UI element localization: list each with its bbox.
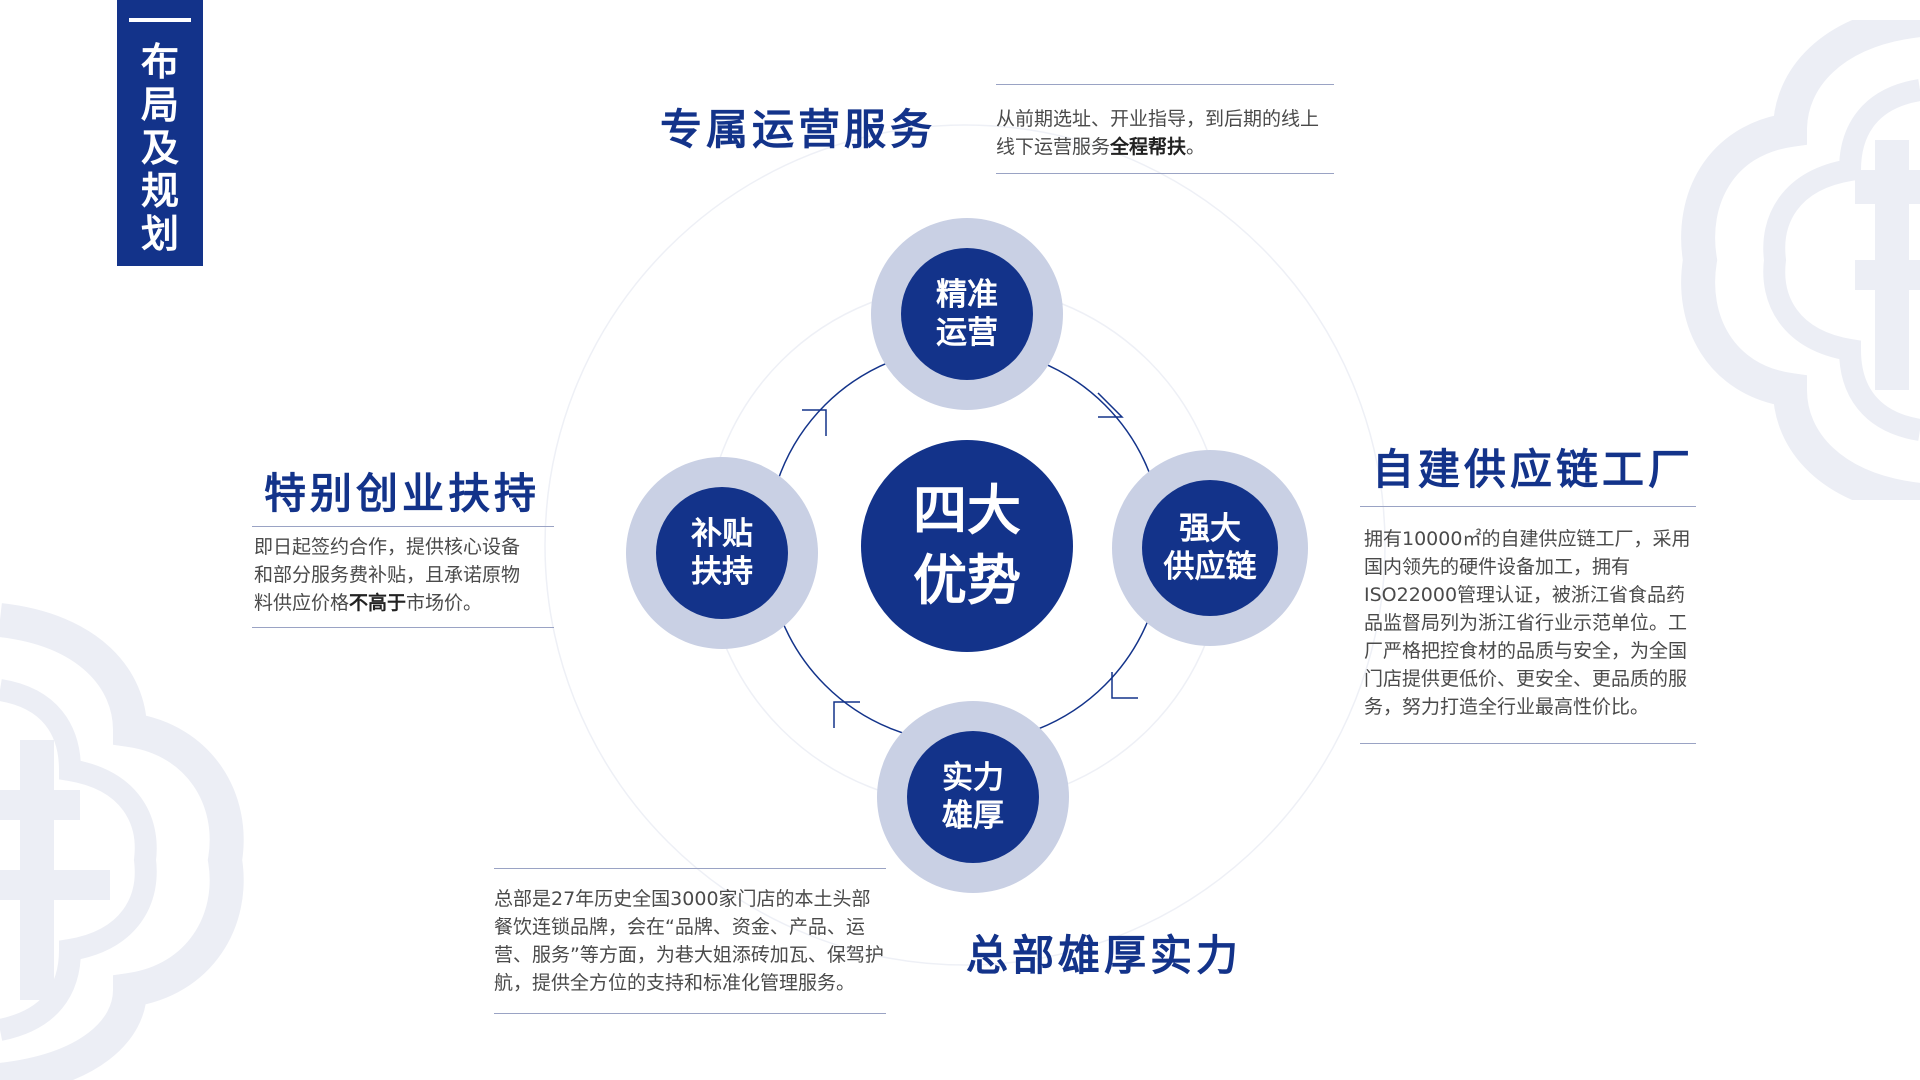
node-top	[901, 248, 1033, 380]
node-top-label: 精准 运营	[936, 277, 998, 351]
operation-desc: 从前期选址、开业指导，到后期的线上 线下运营服务全程帮扶。	[996, 84, 1334, 174]
arrow-bottom-right	[1111, 672, 1138, 699]
operation-title: 专属运营服务	[660, 105, 937, 154]
badge-char: 规	[140, 168, 179, 213]
arrow-top-right	[1097, 392, 1124, 418]
operation-desc-bold: 全程帮扶	[1110, 136, 1187, 158]
center-label: 四大 优势	[861, 440, 1073, 652]
supply-desc: 拥有10000㎡的自建供应链工厂，采用国内领先的硬件设备加工，拥有ISO2200…	[1360, 506, 1696, 744]
badge-top-bar	[129, 18, 191, 22]
supply-title: 自建供应链工厂	[1372, 445, 1695, 494]
startup-desc: 即日起签约合作，提供核心设备 和部分服务费补贴，且承诺原物 料供应价格不高于市场…	[252, 526, 554, 628]
startup-title: 特别创业扶持	[264, 469, 541, 518]
badge-char: 布	[140, 39, 179, 84]
badge-char: 划	[140, 211, 179, 256]
watermark-decoration-right	[1681, 20, 1920, 500]
outer-faint-ring	[544, 124, 1386, 966]
hq-desc: 总部是27年历史全国3000家门店的本土头部餐饮连锁品牌，会在“品牌、资金、产品…	[494, 868, 886, 1014]
node-left-label: 补贴 扶持	[691, 516, 753, 590]
hq-title: 总部雄厚实力	[966, 931, 1243, 980]
badge-char: 及	[140, 125, 179, 170]
arrow-bottom-left	[833, 701, 860, 728]
arrow-top-left	[802, 409, 827, 436]
node-right-label: 强大 供应链	[1163, 511, 1257, 585]
badge-char: 局	[140, 82, 179, 127]
startup-desc-bold: 不高于	[349, 592, 407, 614]
node-bottom-label: 实力 雄厚	[942, 760, 1004, 834]
center-line2: 优势	[913, 549, 1021, 612]
section-badge: 布 局 及 规 划	[117, 0, 203, 266]
node-left	[656, 487, 788, 619]
node-right	[1142, 480, 1278, 616]
watermark-decoration-left	[0, 603, 244, 1080]
center-circle	[861, 440, 1073, 652]
center-line1: 四大	[913, 479, 1021, 542]
node-bottom	[907, 731, 1039, 863]
